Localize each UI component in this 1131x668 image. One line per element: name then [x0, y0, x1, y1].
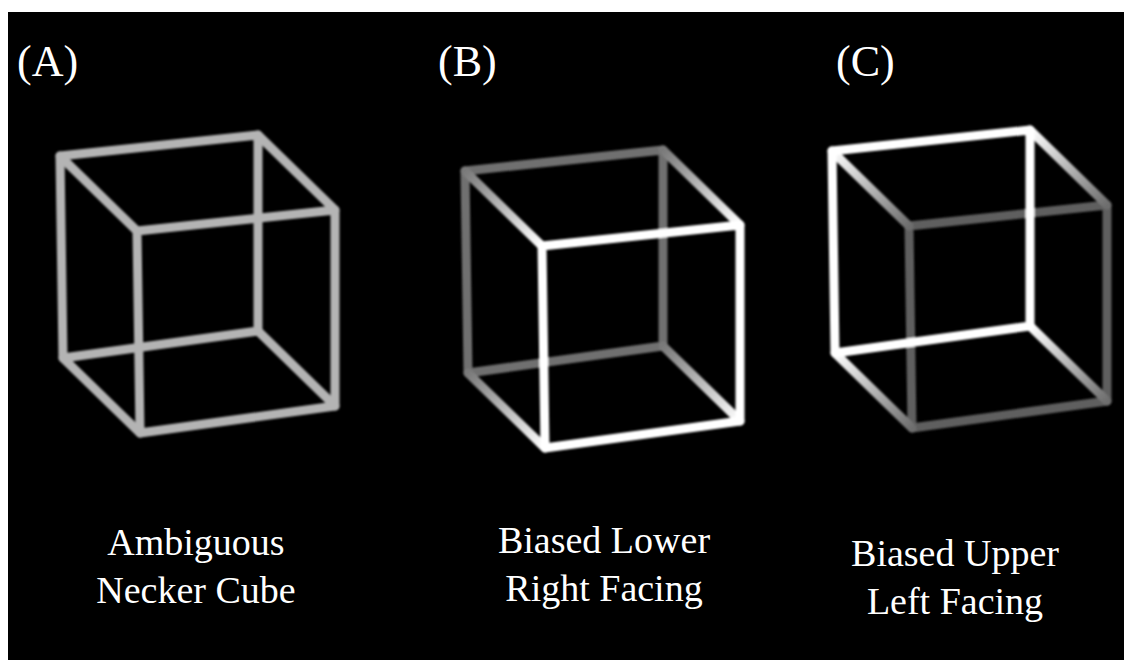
caption: Ambiguous Necker Cube — [66, 518, 326, 614]
cube-edge — [832, 151, 909, 226]
cube-front-face — [542, 225, 740, 448]
cube-edge — [468, 373, 545, 448]
caption: Biased Lower Right Facing — [474, 516, 734, 612]
cube-edge — [258, 331, 335, 406]
cube-back-face — [909, 205, 1107, 428]
panel-letter: (C) — [836, 36, 895, 88]
cube-back-face — [60, 135, 258, 358]
cube-edge — [835, 353, 912, 428]
cube-edge — [258, 135, 335, 210]
cube-edge — [465, 171, 542, 246]
cube-front-face — [832, 130, 1030, 353]
cube-edge — [1030, 326, 1107, 401]
necker-cube — [60, 135, 335, 433]
cube-front-face — [137, 210, 335, 433]
cube-edge — [1030, 130, 1107, 205]
panel-letter: (A) — [17, 36, 78, 88]
cube-edge — [60, 156, 137, 231]
cube-edge — [663, 150, 740, 225]
cube-back-face — [465, 150, 663, 373]
necker-cube — [832, 130, 1107, 428]
caption: Biased Upper Left Facing — [825, 529, 1085, 625]
cube-edge — [63, 358, 140, 433]
cube-edge — [663, 346, 740, 421]
panel-letter: (B) — [438, 36, 497, 88]
necker-cube — [465, 150, 740, 448]
